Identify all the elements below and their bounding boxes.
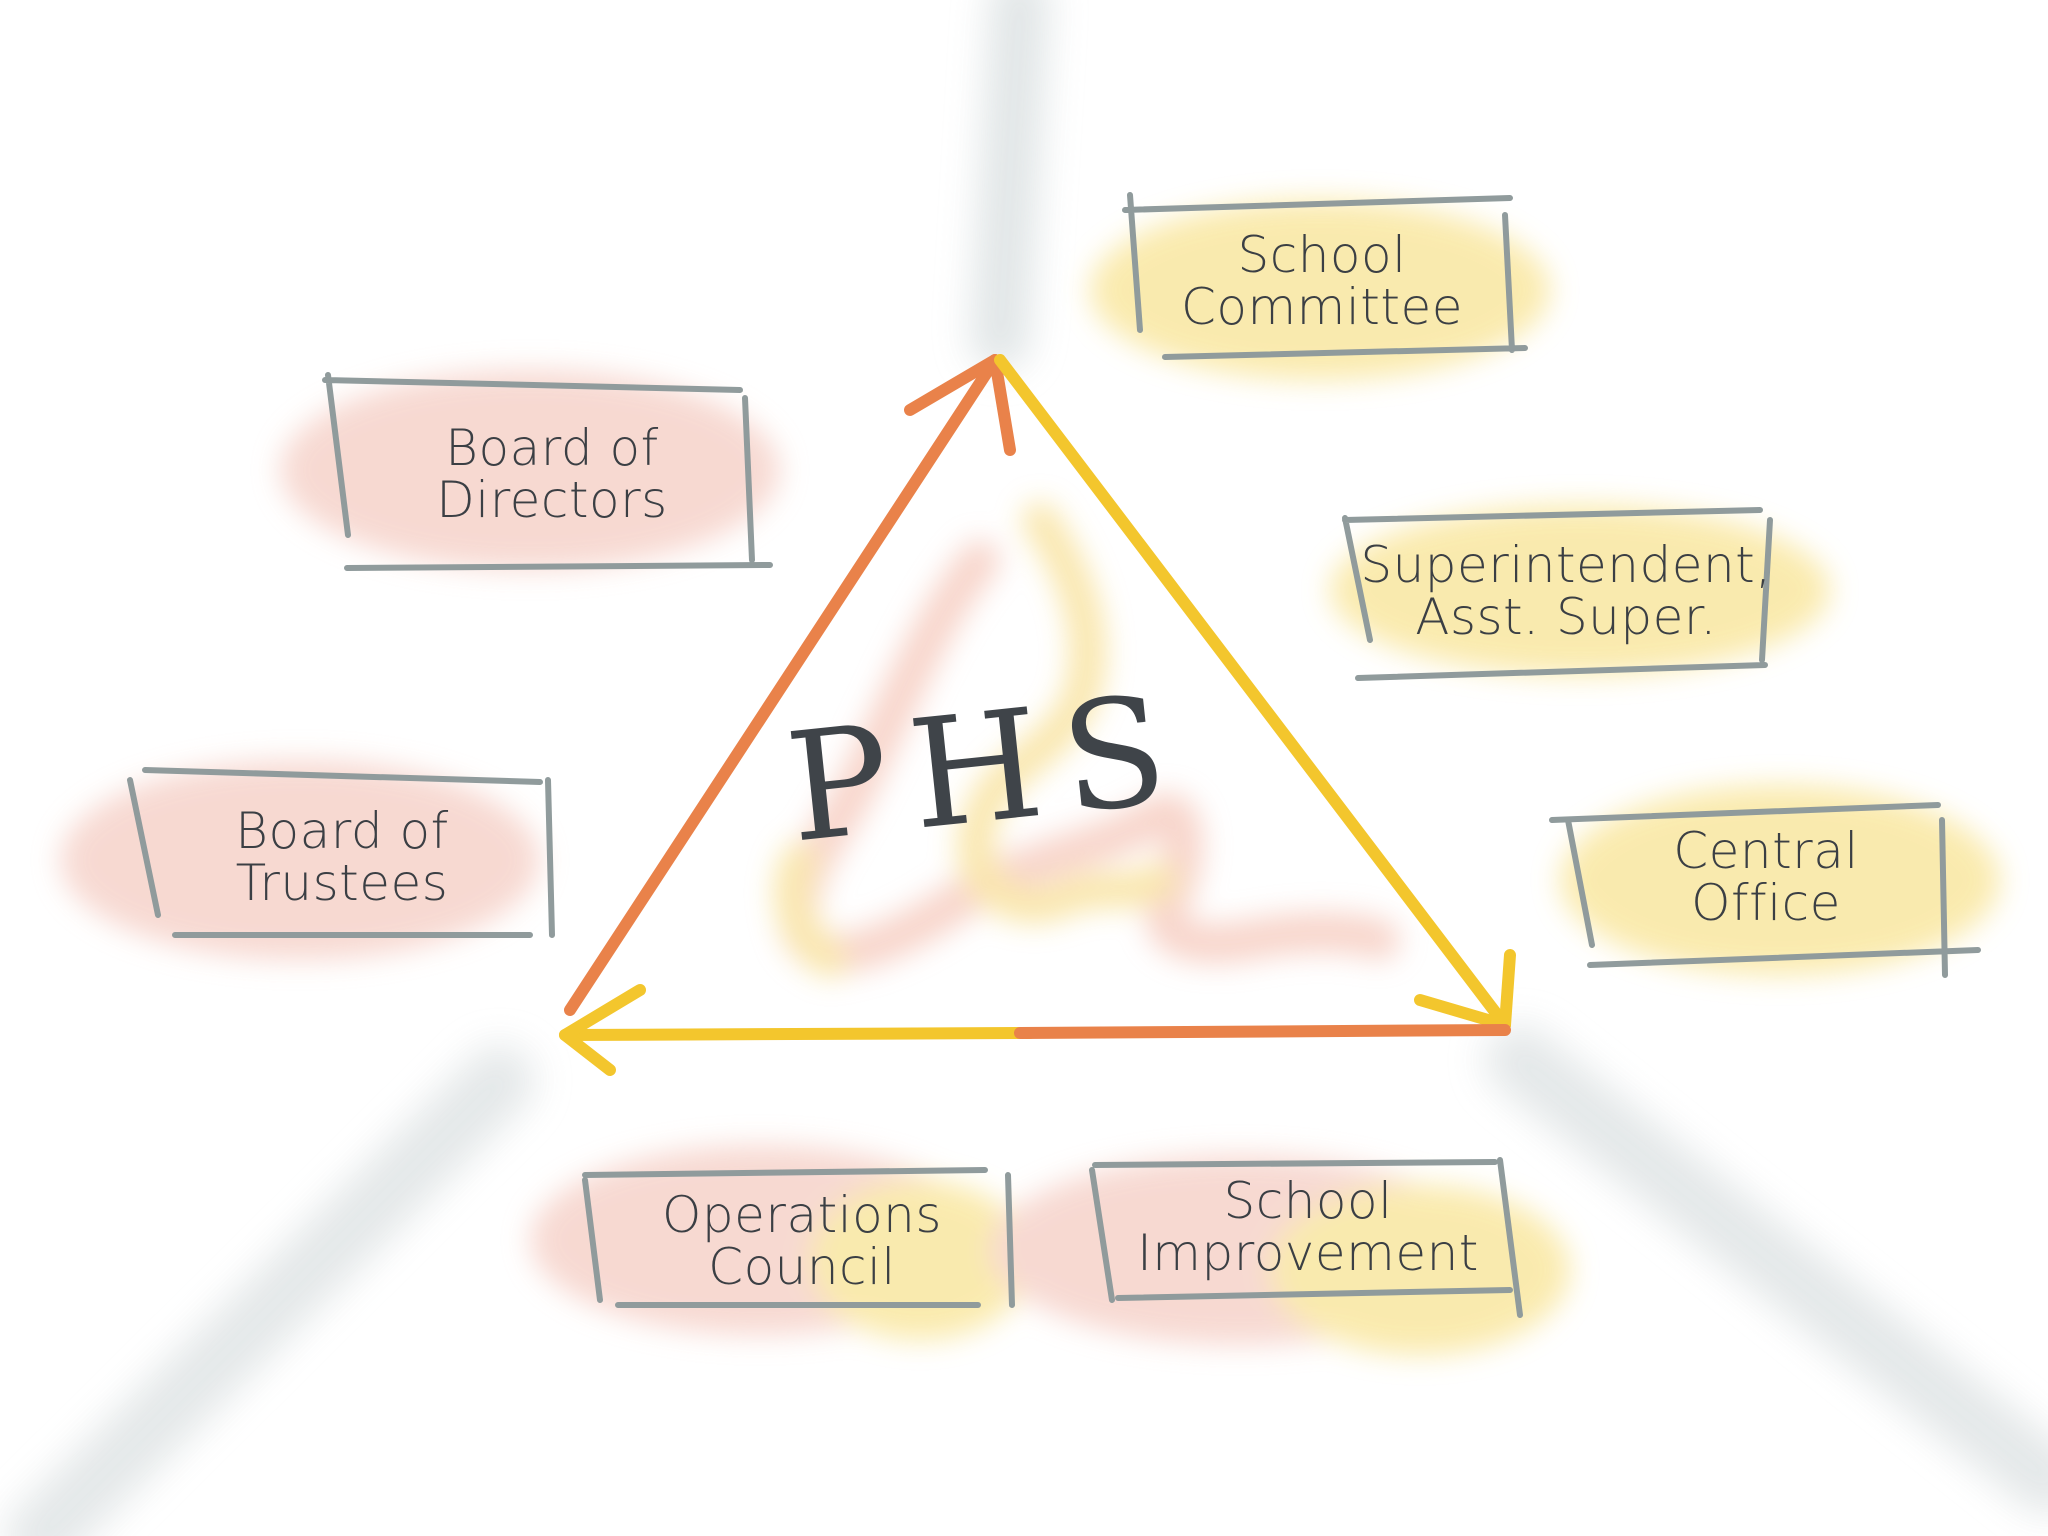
- box-labels: School Committee Board of Directors Supe…: [235, 226, 1859, 1296]
- operations-council-line1: Operations: [662, 1186, 942, 1244]
- board-of-directors-line1: Board of: [445, 419, 658, 477]
- school-improvement-line2: Improvement: [1137, 1224, 1479, 1282]
- wash-operations-council-yellow: [810, 1180, 1030, 1340]
- wash-central-office: [1560, 785, 2000, 975]
- center-scribbles: [774, 502, 1400, 978]
- beam-bottom-left: [5, 1045, 535, 1536]
- arrow-right-edge: [994, 354, 1511, 1031]
- box-operations-council: [582, 1167, 1015, 1308]
- wash-board-of-directors: [280, 370, 780, 570]
- operations-council-line2: Council: [708, 1238, 896, 1296]
- school-committee-line1: School: [1238, 226, 1407, 284]
- box-central-office: [1549, 802, 1981, 978]
- board-of-trustees-line2: Trustees: [236, 854, 449, 912]
- triangle-arrows: [559, 354, 1516, 1076]
- arrowhead-bottom-left: [559, 984, 646, 1076]
- arrow-left-edge: [564, 354, 1001, 1016]
- superintendent-line1: Superintendent,: [1360, 536, 1771, 594]
- background-washes: [60, 200, 2000, 1355]
- board-of-trustees-line1: Board of: [235, 802, 448, 860]
- box-school-improvement: [1089, 1157, 1523, 1318]
- box-superintendent: [1342, 507, 1773, 681]
- superintendent-line2: Asst. Super.: [1415, 588, 1716, 646]
- arrow-bottom-edge-orange: [1014, 1024, 1511, 1039]
- central-office-line1: Central: [1673, 822, 1859, 880]
- center-label: PHS: [780, 662, 1196, 877]
- box-board-of-directors: [322, 372, 773, 571]
- arrow-bottom-edge-yellow: [559, 1027, 1036, 1041]
- school-improvement-line1: School: [1224, 1172, 1393, 1230]
- board-of-directors-line2: Directors: [436, 471, 667, 529]
- box-borders: [127, 192, 1981, 1318]
- school-committee-line2: Committee: [1181, 278, 1463, 336]
- wash-superintendent: [1330, 505, 1830, 675]
- box-school-committee: [1122, 192, 1528, 360]
- radiating-beams: [5, 0, 2048, 1536]
- scribble-pink: [778, 540, 1400, 974]
- wash-school-improvement-yellow: [1270, 1185, 1570, 1355]
- wash-board-of-trustees: [60, 760, 540, 960]
- central-office-line2: Office: [1691, 874, 1841, 932]
- box-board-of-trustees: [127, 767, 555, 938]
- beam-top: [970, 0, 1050, 370]
- wash-school-committee: [1090, 200, 1550, 380]
- scribble-yellow: [774, 502, 1178, 978]
- beam-bottom-right: [1485, 1025, 2048, 1515]
